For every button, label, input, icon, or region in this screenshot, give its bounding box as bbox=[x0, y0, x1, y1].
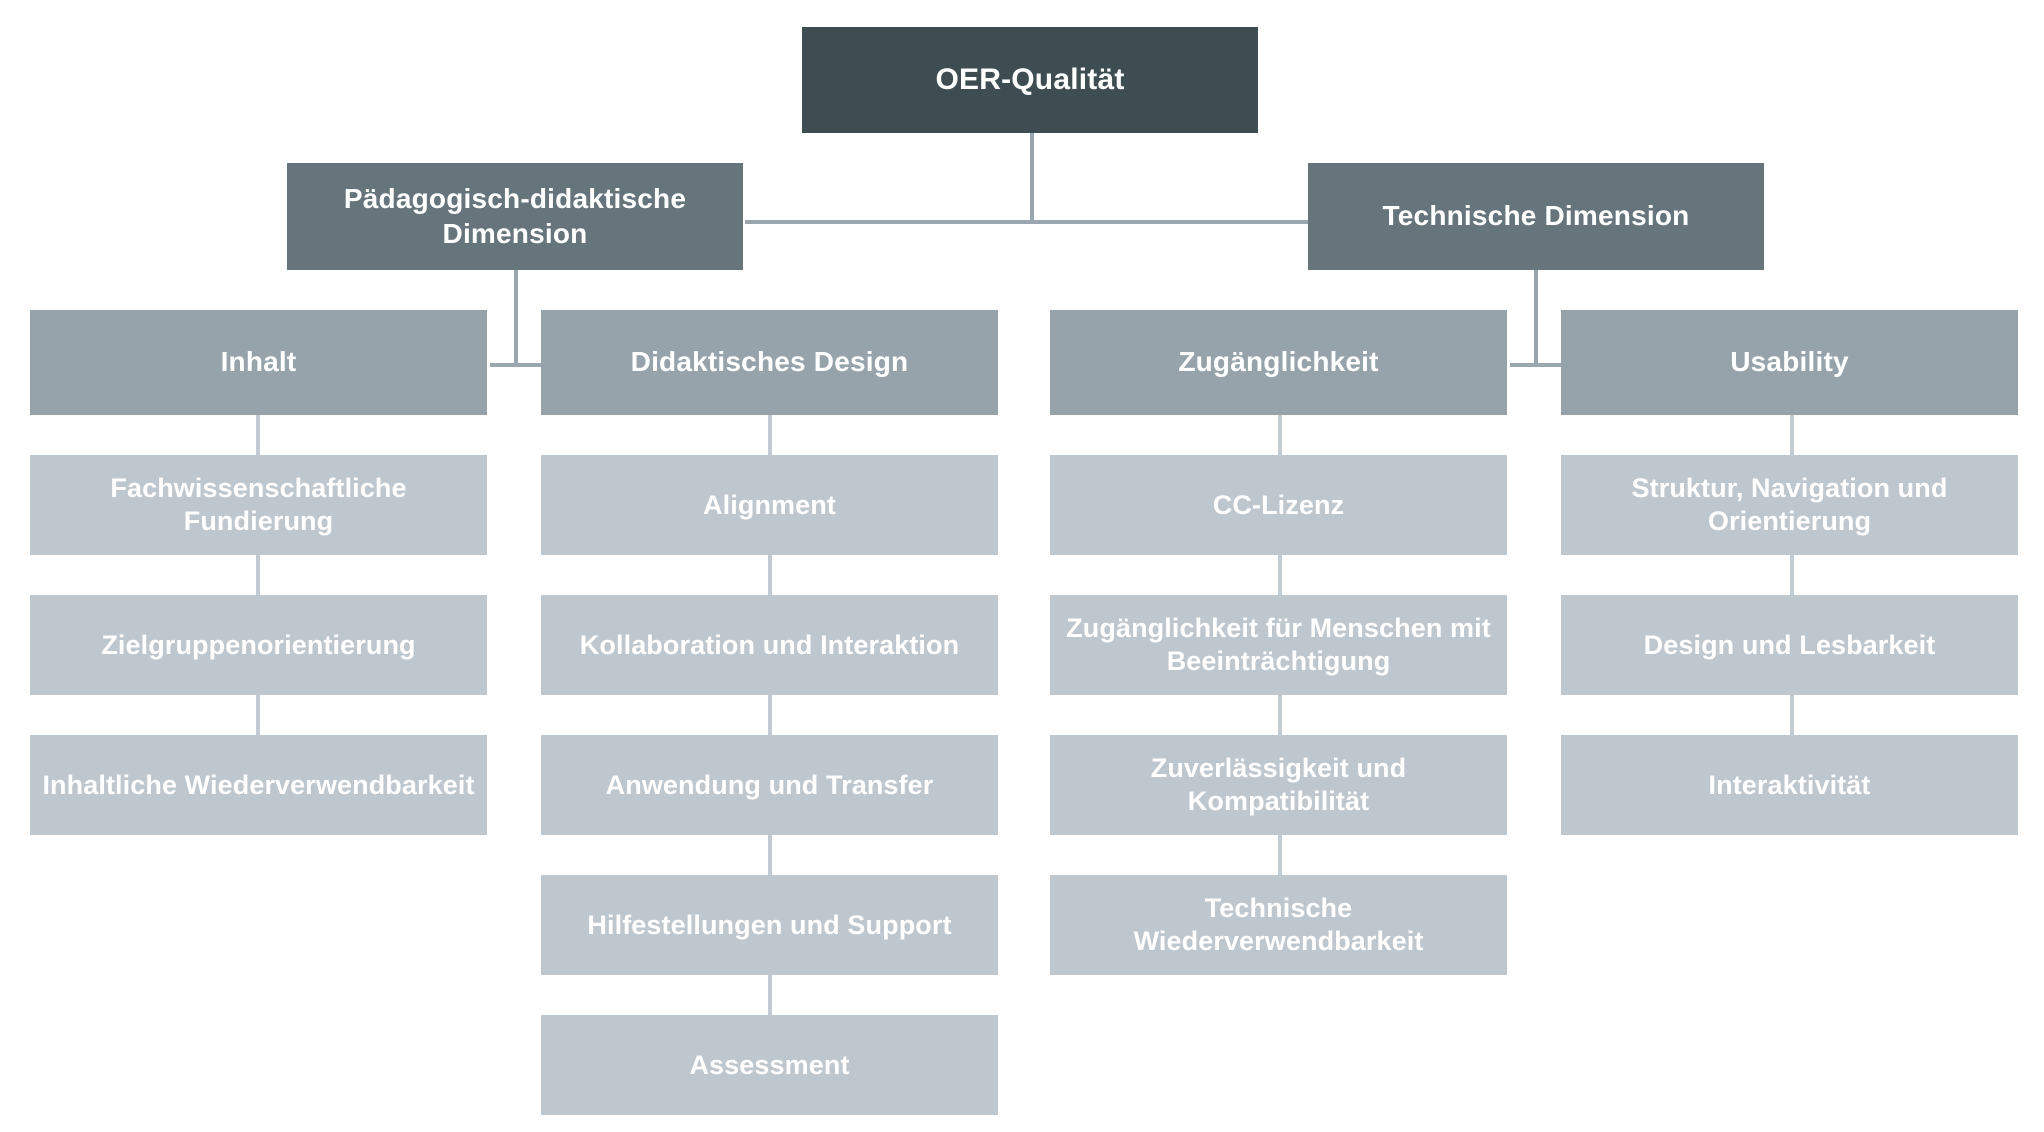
node-dimension-technisch[interactable]: Technische Dimension bbox=[1308, 163, 1764, 270]
connector-col3-s3 bbox=[1278, 695, 1282, 735]
node-criterion-cc-lizenz[interactable]: CC-Lizenz bbox=[1050, 455, 1507, 555]
node-criterion-alignment[interactable]: Alignment bbox=[541, 455, 998, 555]
connector-col3-s4 bbox=[1278, 835, 1282, 875]
node-dimension-paedagogisch-didaktisch[interactable]: Pädagogisch-didaktische Dimension bbox=[287, 163, 743, 270]
node-criterion-assessment[interactable]: Assessment bbox=[541, 1015, 998, 1115]
connector-col2-s4 bbox=[768, 835, 772, 875]
connector-dimension-bus bbox=[745, 220, 1310, 224]
connector-root-stem bbox=[1030, 133, 1034, 222]
node-criterion-struktur-navigation-orientierung[interactable]: Struktur, Navigation und Orientierung bbox=[1561, 455, 2018, 555]
node-criterion-hilfestellungen-und-support[interactable]: Hilfestellungen und Support bbox=[541, 875, 998, 975]
connector-tech-children-bus bbox=[1510, 363, 1610, 367]
node-criterion-design-und-lesbarkeit[interactable]: Design und Lesbarkeit bbox=[1561, 595, 2018, 695]
connector-col2-s1 bbox=[768, 415, 772, 455]
node-criterion-zugaenglichkeit-beeintraechtigung[interactable]: Zugänglichkeit für Menschen mit Beeinträ… bbox=[1050, 595, 1507, 695]
connector-col1-s1 bbox=[256, 415, 260, 455]
node-criterion-fachwissenschaftliche-fundierung[interactable]: Fachwissenschaftliche Fundierung bbox=[30, 455, 487, 555]
connector-col3-s1 bbox=[1278, 415, 1282, 455]
node-criterion-anwendung-und-transfer[interactable]: Anwendung und Transfer bbox=[541, 735, 998, 835]
node-criterion-kollaboration-und-interaktion[interactable]: Kollaboration und Interaktion bbox=[541, 595, 998, 695]
node-criterion-zuverlaessigkeit-und-kompatibilitaet[interactable]: Zuverlässigkeit und Kompatibilität bbox=[1050, 735, 1507, 835]
node-category-usability[interactable]: Usability bbox=[1561, 310, 2018, 415]
node-category-zugaenglichkeit[interactable]: Zugänglichkeit bbox=[1050, 310, 1507, 415]
node-category-didaktisches-design[interactable]: Didaktisches Design bbox=[541, 310, 998, 415]
node-criterion-zielgruppenorientierung[interactable]: Zielgruppenorientierung bbox=[30, 595, 487, 695]
node-root-oer-qualitaet[interactable]: OER-Qualität bbox=[802, 27, 1258, 133]
connector-col3-s2 bbox=[1278, 555, 1282, 595]
connector-col2-s5 bbox=[768, 975, 772, 1015]
node-criterion-technische-wiederverwendbarkeit[interactable]: Technische Wiederverwendbarkeit bbox=[1050, 875, 1507, 975]
connector-tech-stem bbox=[1534, 270, 1538, 365]
node-criterion-inhaltliche-wiederverwendbarkeit[interactable]: Inhaltliche Wiederverwendbarkeit bbox=[30, 735, 487, 835]
node-criterion-interaktivitaet[interactable]: Interaktivität bbox=[1561, 735, 2018, 835]
connector-col4-s3 bbox=[1790, 695, 1794, 735]
connector-col1-s2 bbox=[256, 555, 260, 595]
connector-paed-children-bus bbox=[490, 363, 590, 367]
connector-col4-s1 bbox=[1790, 415, 1794, 455]
connector-col2-s2 bbox=[768, 555, 772, 595]
connector-col2-s3 bbox=[768, 695, 772, 735]
node-category-inhalt[interactable]: Inhalt bbox=[30, 310, 487, 415]
connector-col4-s2 bbox=[1790, 555, 1794, 595]
connector-col1-s3 bbox=[256, 695, 260, 735]
connector-paed-stem bbox=[514, 270, 518, 365]
